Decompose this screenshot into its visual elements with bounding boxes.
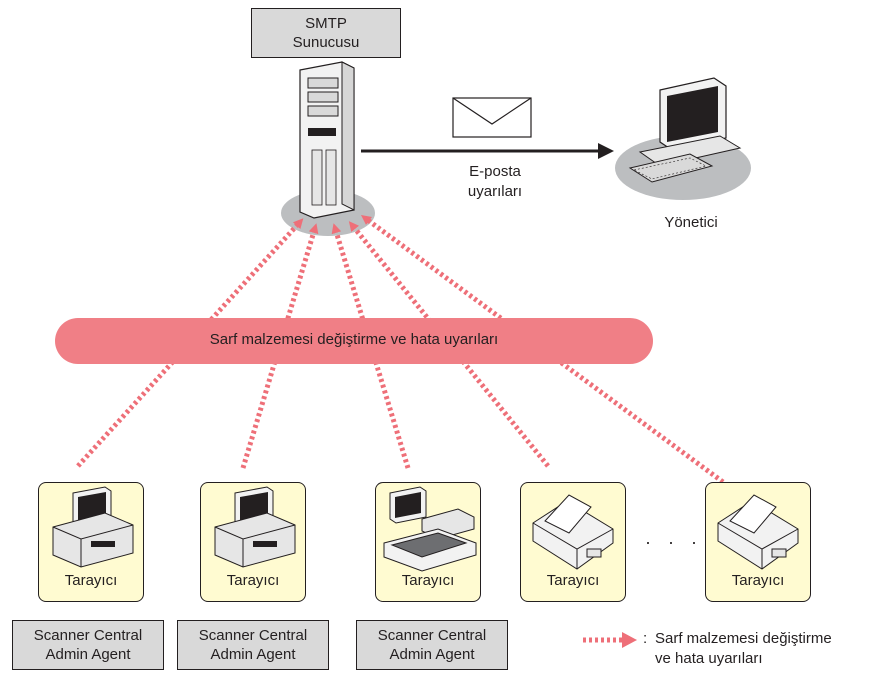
scanner-label-2: Tarayıcı (226, 572, 280, 589)
agent-line1: Scanner Central (377, 627, 487, 644)
smtp-label-line1: SMTP (305, 15, 347, 32)
legend-line1: Sarf malzemesi değiştirme (655, 630, 832, 647)
agent-line2: Admin Agent (389, 646, 475, 663)
ellipsis: · · · (645, 532, 703, 552)
admin-computer-icon (615, 77, 751, 200)
scanner-label-1: Tarayıcı (64, 572, 118, 589)
email-arrow-head (598, 143, 614, 159)
scanner-with-pc-icon (52, 486, 134, 568)
alerts-banner-text: Sarf malzemesi değiştirme ve hata uyarıl… (209, 331, 499, 348)
server-tower-icon (299, 61, 355, 219)
alerts-banner: Sarf malzemesi değiştirme ve hata uyarıl… (55, 318, 653, 364)
agent-line1: Scanner Central (198, 627, 308, 644)
scanner-label-3: Tarayıcı (401, 572, 455, 589)
scanner-card-3: Tarayıcı (375, 482, 481, 602)
admin-label: Yönetici (664, 214, 718, 231)
email-label-line2: uyarıları (467, 183, 523, 200)
network-scanner-icon (717, 494, 799, 570)
scanner-label-4: Tarayıcı (546, 572, 600, 589)
scanner-card-1: Tarayıcı (38, 482, 144, 602)
network-scanner-icon (532, 494, 614, 570)
email-label-line1: E-posta (469, 163, 521, 180)
scanner-label-5: Tarayıcı (731, 572, 785, 589)
agent-line1: Scanner Central (33, 627, 143, 644)
agent-box-2: Scanner Central Admin Agent (177, 620, 329, 670)
email-alerts-label: E-posta uyarıları (445, 162, 545, 202)
agent-line2: Admin Agent (45, 646, 131, 663)
scanner-card-2: Tarayıcı (200, 482, 306, 602)
legend-text: Sarf malzemesi değiştirme ve hata uyarıl… (655, 629, 832, 669)
smtp-server-label: SMTP Sunucusu (251, 8, 401, 58)
scanner-card-4: Tarayıcı (520, 482, 626, 602)
legend-colon: : (643, 630, 648, 647)
flatbed-with-pc-icon (383, 486, 477, 572)
legend-line2: ve hata uyarıları (655, 650, 763, 667)
alert-line-4 (348, 221, 550, 468)
agent-line2: Admin Agent (210, 646, 296, 663)
legend-arrow-head (622, 632, 637, 648)
smtp-label-line2: Sunucusu (292, 34, 360, 51)
scanner-card-5: Tarayıcı (705, 482, 811, 602)
agent-box-3: Scanner Central Admin Agent (356, 620, 508, 670)
agent-box-1: Scanner Central Admin Agent (12, 620, 164, 670)
envelope-icon (452, 97, 532, 138)
scanner-with-pc-icon (214, 486, 296, 568)
